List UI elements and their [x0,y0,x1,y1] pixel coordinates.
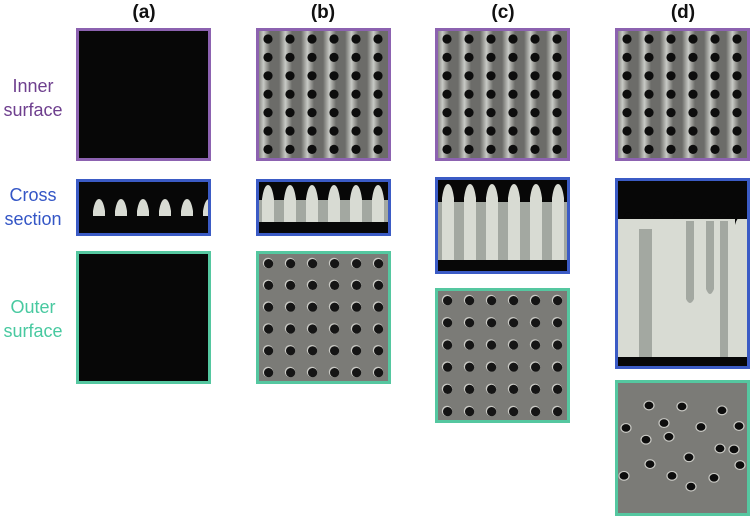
panel-c-inner-surface [435,28,570,161]
outer-surface-c-graphic [441,294,563,417]
cross-section-a-graphic [93,199,208,216]
panel-d-cross-section [615,178,750,369]
cross-section-c-graphic [438,184,567,271]
panel-b-inner-surface [256,28,391,161]
panel-a-cross-section [76,179,211,236]
panel-a-outer-surface [76,251,211,384]
column-label-a: (a) [132,2,156,23]
cross-section-d-graphic [618,181,747,366]
inner-surface-c-graphic [438,31,567,158]
row-label-outer-surface: Outer surface [0,295,66,343]
column-label-c: (c) [491,2,515,23]
row-label-outer-line1: Outer [10,297,56,317]
row-label-outer-line2: surface [3,321,63,341]
inner-surface-b-graphic [259,31,388,158]
column-label-b: (b) [310,2,336,23]
row-label-cross-line1: Cross [9,185,57,205]
panel-d-inner-surface [615,28,750,161]
panel-a-inner-surface [76,28,211,161]
panel-c-outer-surface [435,288,570,423]
panel-b-outer-surface [256,251,391,384]
panel-c-cross-section [435,177,570,274]
outer-surface-d-graphic [618,400,746,492]
panel-b-cross-section [256,179,391,236]
column-label-d: (d) [670,2,696,23]
row-label-cross-line2: section [4,209,62,229]
outer-surface-b-graphic [262,257,384,378]
row-label-inner-surface: Inner surface [0,74,66,122]
row-label-inner-line2: surface [3,100,63,120]
inner-surface-d-graphic [618,31,747,158]
row-label-inner-line1: Inner [12,76,54,96]
panel-d-outer-surface [615,380,750,516]
cross-section-b-graphic [259,185,388,233]
row-label-cross-section: Cross section [0,183,66,231]
